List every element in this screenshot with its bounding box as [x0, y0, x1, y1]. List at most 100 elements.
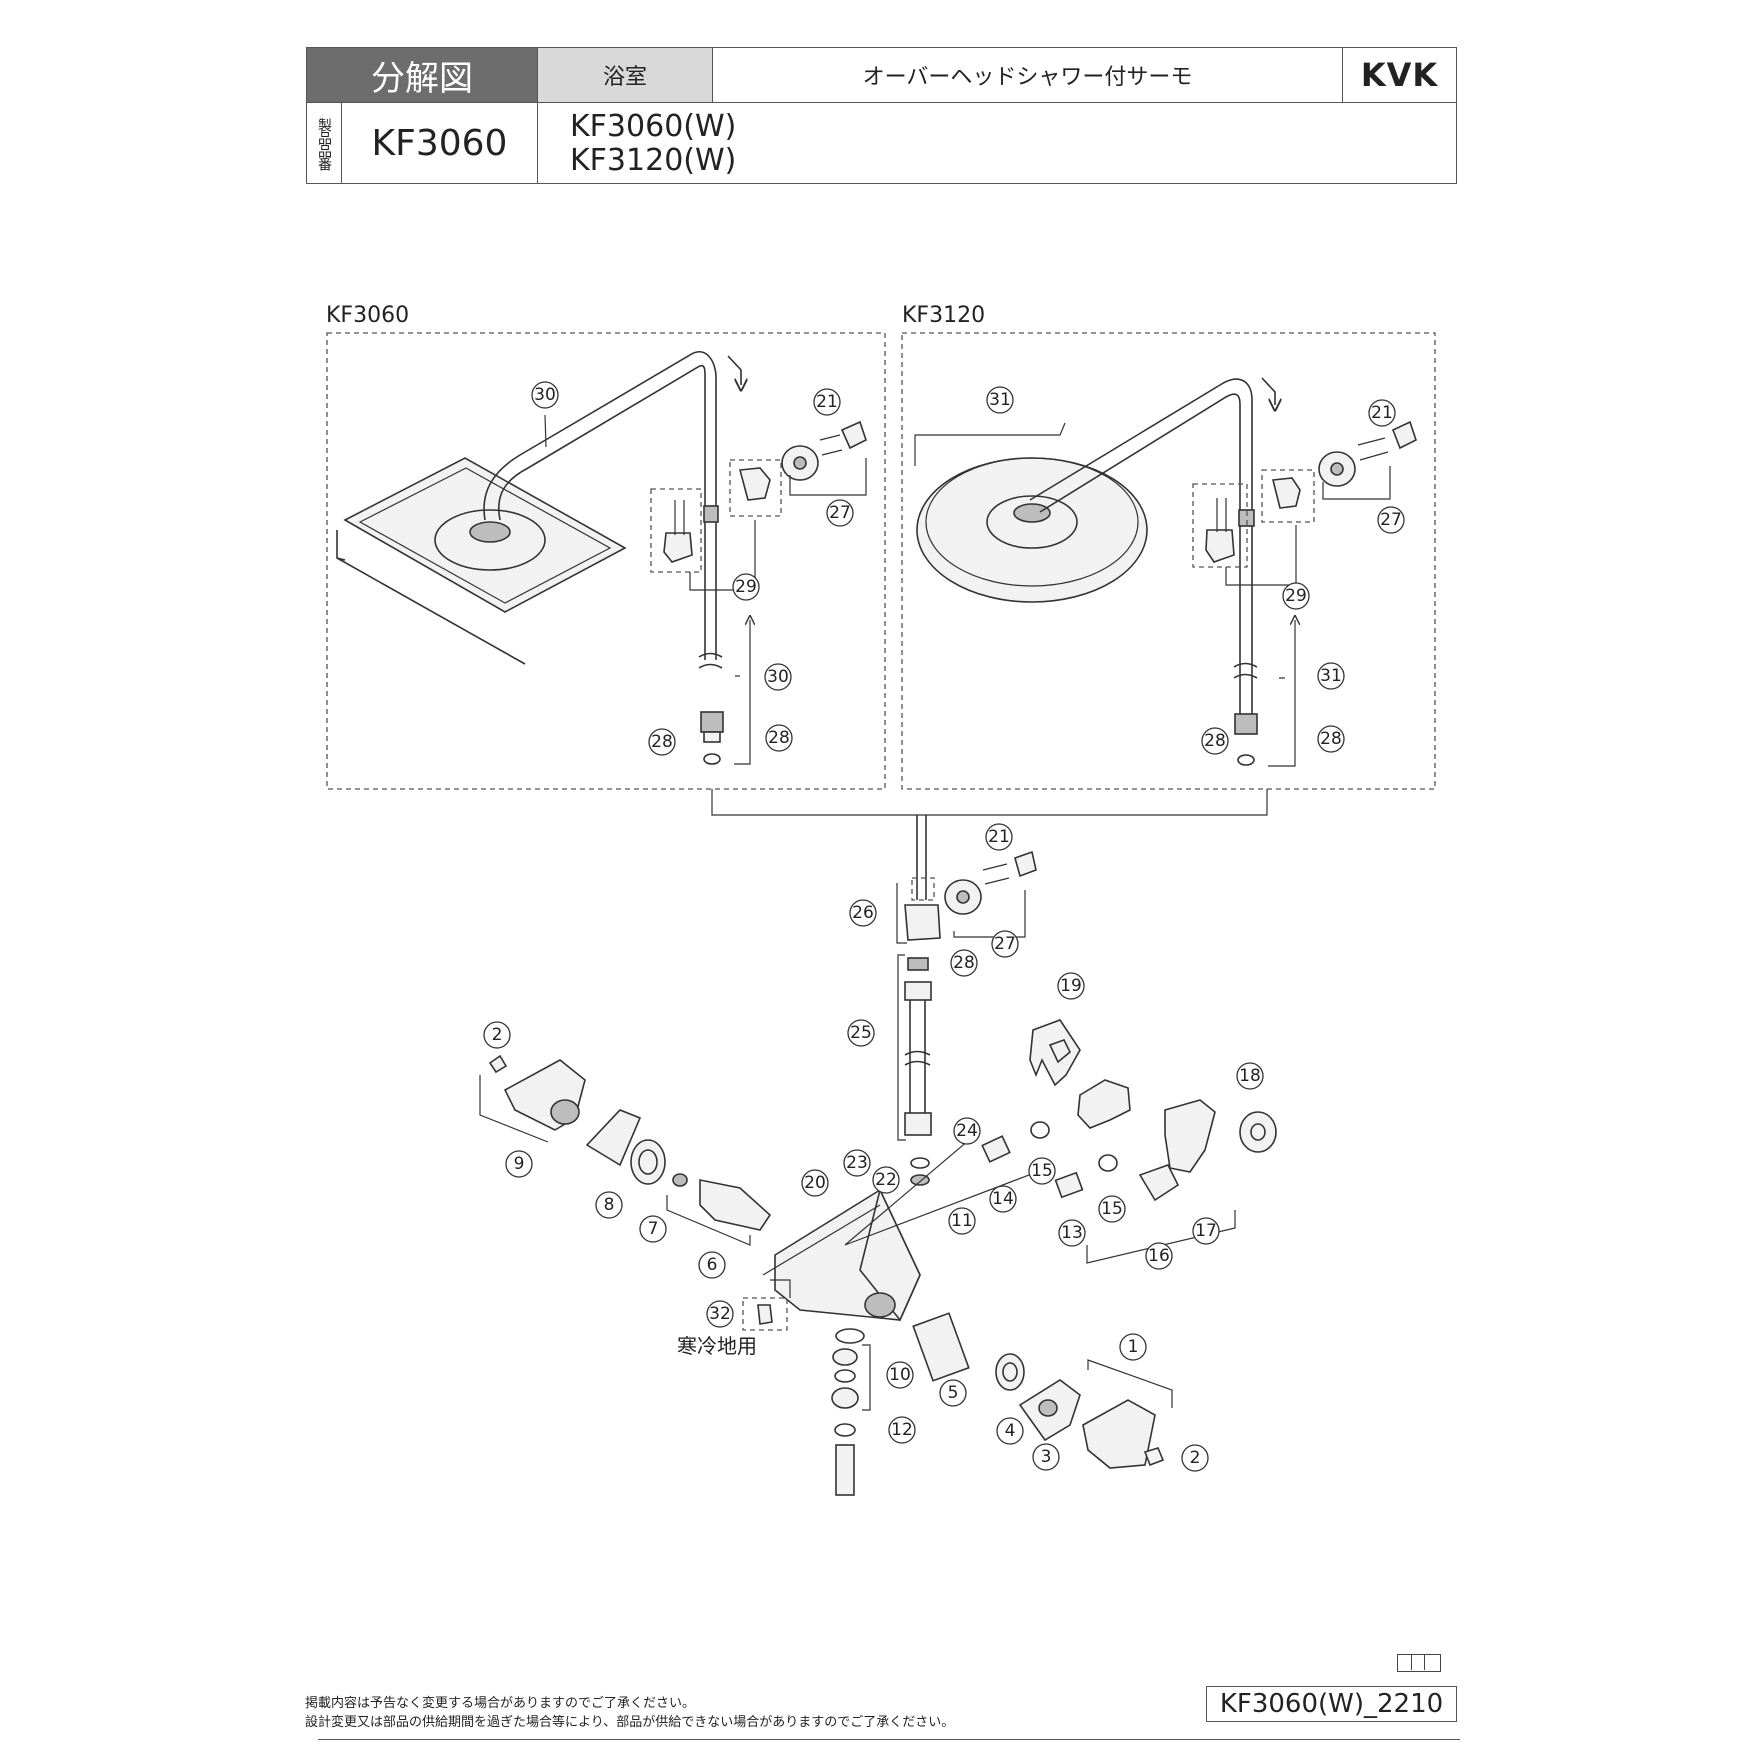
svg-text:27: 27	[1380, 510, 1402, 530]
callout-18: 18	[1236, 1062, 1264, 1090]
svg-text:23: 23	[846, 1153, 868, 1173]
svg-text:11: 11	[951, 1211, 973, 1231]
callout-1: 1	[1119, 1333, 1147, 1361]
svg-text:15: 15	[1031, 1161, 1053, 1181]
page-title: 分解図	[307, 48, 538, 102]
callout-15b: 15	[1098, 1195, 1126, 1223]
callout-21b: 21	[1368, 399, 1396, 427]
callout-27c: 27	[991, 930, 1019, 958]
callout-19: 19	[1057, 972, 1085, 1000]
callout-4: 4	[996, 1417, 1024, 1445]
callout-32: 32	[706, 1300, 734, 1328]
variant-list: KF3060(W) KF3120(W)	[538, 103, 1456, 184]
svg-text:9: 9	[514, 1154, 525, 1174]
svg-text:28: 28	[1204, 731, 1226, 751]
svg-text:27: 27	[994, 934, 1016, 954]
category-label: 浴室	[538, 48, 713, 102]
svg-text:20: 20	[804, 1173, 826, 1193]
callout-31b: 31	[1317, 662, 1345, 690]
svg-text:24: 24	[956, 1121, 978, 1141]
variant-item: KF3120(W)	[570, 142, 737, 178]
svg-text:7: 7	[648, 1219, 659, 1239]
document-id: KF3060(W)_2210	[1206, 1686, 1457, 1722]
svg-text:29: 29	[1285, 586, 1307, 606]
callout-28d: 28	[1317, 725, 1345, 753]
svg-text:31: 31	[1320, 666, 1342, 686]
svg-text:30: 30	[767, 667, 789, 687]
svg-text:6: 6	[707, 1255, 718, 1275]
callout-26: 26	[849, 899, 877, 927]
footer-note-1: 掲載内容は予告なく変更する場合がありますのでご了承ください。	[305, 1696, 696, 1711]
callout-5: 5	[939, 1379, 967, 1407]
svg-text:21: 21	[816, 392, 838, 412]
callout-29a: 29	[732, 573, 760, 601]
callout-11: 11	[948, 1207, 976, 1235]
callout-25: 25	[847, 1019, 875, 1047]
svg-text:1: 1	[1128, 1337, 1139, 1357]
svg-text:32: 32	[709, 1304, 731, 1324]
svg-text:27: 27	[829, 503, 851, 523]
group-connector	[711, 789, 1268, 816]
svg-text:28: 28	[651, 732, 673, 752]
callout-6: 6	[698, 1251, 726, 1279]
callout-30b: 30	[764, 663, 792, 691]
svg-text:17: 17	[1195, 1221, 1217, 1241]
footer-note-2: 設計変更又は部品の供給期間を過ぎた場合等により、部品が供給できない場合があります…	[305, 1715, 955, 1730]
group-label-kf3060: KF3060	[326, 303, 409, 328]
callout-27b: 27	[1377, 506, 1405, 534]
footer-divider	[318, 1739, 1460, 1740]
callout-3: 3	[1032, 1443, 1060, 1471]
callout-28e: 28	[950, 949, 978, 977]
svg-text:22: 22	[875, 1170, 897, 1190]
svg-text:15: 15	[1101, 1199, 1123, 1219]
svg-text:30: 30	[534, 385, 556, 405]
model-number-label: 製品品番	[307, 103, 342, 184]
svg-text:13: 13	[1061, 1223, 1083, 1243]
svg-text:2: 2	[492, 1025, 503, 1045]
kf3060-assembly	[336, 351, 867, 765]
callout-2b: 2	[1181, 1444, 1209, 1472]
catalog-mark-icon	[1397, 1654, 1441, 1672]
header-table: 分解図 浴室 オーバーヘッドシャワー付サーモ KVK 製品品番 KF3060 K…	[306, 47, 1457, 184]
svg-text:10: 10	[889, 1365, 911, 1385]
svg-text:5: 5	[948, 1383, 959, 1403]
callout-17: 17	[1192, 1217, 1220, 1245]
part-callouts: 30 21 27 29 30 28 28 31 21 27 29 31 28 2…	[483, 381, 1405, 1472]
svg-text:28: 28	[953, 953, 975, 973]
svg-text:12: 12	[891, 1420, 913, 1440]
model-number: KF3060	[342, 103, 538, 184]
callout-21c: 21	[985, 823, 1013, 851]
group-frame-kf3060	[326, 332, 886, 790]
svg-text:26: 26	[852, 903, 874, 923]
callout-2a: 2	[483, 1021, 511, 1049]
cold-region-label: 寒冷地用	[677, 1334, 757, 1358]
callout-23: 23	[843, 1149, 871, 1177]
callout-7: 7	[639, 1215, 667, 1243]
callout-14: 14	[989, 1185, 1017, 1213]
callout-9: 9	[505, 1150, 533, 1178]
kf3120-assembly	[914, 377, 1417, 767]
svg-text:3: 3	[1041, 1447, 1052, 1467]
svg-text:19: 19	[1060, 976, 1082, 996]
callout-30a: 30	[531, 381, 559, 409]
brand-logo: KVK	[1360, 56, 1439, 94]
callout-31a: 31	[986, 386, 1014, 414]
callout-10: 10	[886, 1361, 914, 1389]
svg-text:28: 28	[768, 728, 790, 748]
svg-text:8: 8	[604, 1195, 615, 1215]
callout-13: 13	[1058, 1219, 1086, 1247]
callout-27a: 27	[826, 499, 854, 527]
callout-21a: 21	[813, 388, 841, 416]
variant-item: KF3060(W)	[570, 108, 737, 144]
callout-28c: 28	[1201, 727, 1229, 755]
callout-28b: 28	[765, 724, 793, 752]
callout-8: 8	[595, 1191, 623, 1219]
callout-16: 16	[1145, 1242, 1173, 1270]
callout-15a: 15	[1028, 1157, 1056, 1185]
callout-29b: 29	[1282, 582, 1310, 610]
svg-text:4: 4	[1005, 1421, 1016, 1441]
svg-text:21: 21	[1371, 403, 1393, 423]
callout-28a: 28	[648, 728, 676, 756]
svg-text:29: 29	[735, 577, 757, 597]
